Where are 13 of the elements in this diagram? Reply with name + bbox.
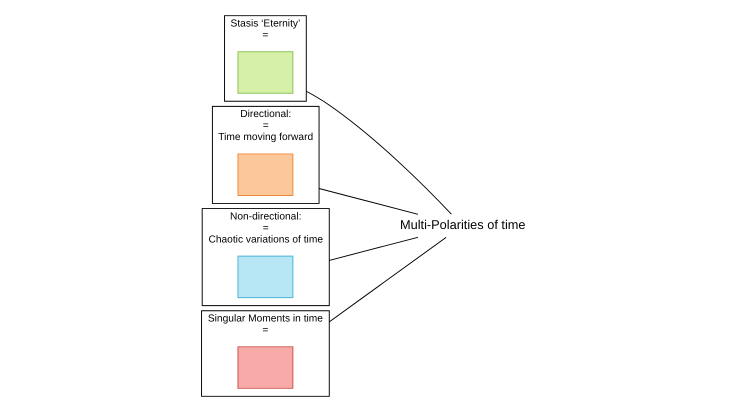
connector bbox=[328, 236, 446, 322]
connector bbox=[328, 236, 418, 261]
node-box bbox=[236, 256, 293, 298]
cluster: Directional: = Time moving forward bbox=[211, 106, 320, 204]
node-box bbox=[236, 153, 293, 196]
node-box bbox=[236, 346, 293, 389]
node-text: Multi-Polarities of time bbox=[399, 216, 526, 232]
node-box bbox=[236, 51, 293, 94]
cluster: Singular Moments in time = bbox=[200, 310, 330, 397]
cluster: Non-directional: = Chaotic variations of time bbox=[201, 208, 330, 306]
connector bbox=[305, 90, 452, 215]
connector bbox=[318, 188, 418, 215]
cluster: Stasis ‘Eternity’ = bbox=[224, 15, 306, 102]
